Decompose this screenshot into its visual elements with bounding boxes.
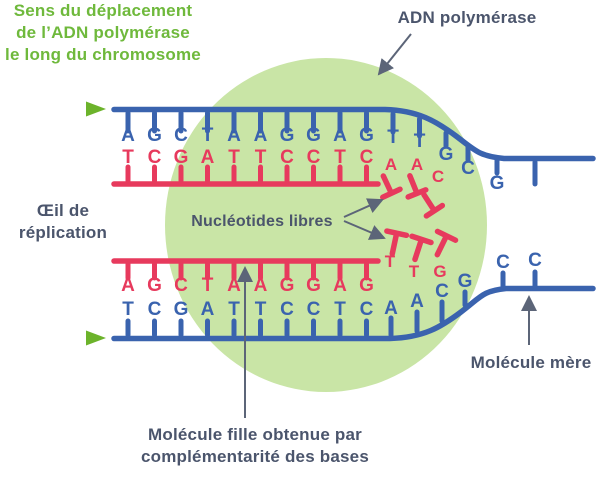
pointer-arrow bbox=[343, 220, 386, 240]
base-letter-A: A bbox=[333, 125, 347, 146]
base-letter-G: G bbox=[359, 125, 374, 146]
base-letter-T: T bbox=[334, 147, 346, 168]
base-letter-C: C bbox=[307, 299, 321, 320]
free-nucleotide-glyph bbox=[434, 228, 459, 258]
direction-label-line2: de l’ADN polymérase bbox=[16, 23, 190, 42]
replication-eye-label: Œil de réplication bbox=[2, 200, 124, 244]
daughter-label-line2: complémentarité des bases bbox=[141, 447, 369, 466]
base-letter-T: T bbox=[122, 299, 134, 320]
base-letter-G: G bbox=[439, 144, 454, 165]
base-letter-C: C bbox=[148, 147, 162, 168]
base-letter-A: A bbox=[227, 275, 241, 296]
mother-molecule-label-text: Molécule mère bbox=[470, 353, 592, 372]
base-letter-T: T bbox=[202, 275, 214, 296]
base-letter-G: G bbox=[490, 173, 505, 194]
base-letter-C: C bbox=[280, 299, 294, 320]
base-letter-A: A bbox=[410, 291, 424, 312]
free-nucleotide-glyph bbox=[405, 173, 429, 200]
base-letter-T: T bbox=[228, 299, 240, 320]
direction-label-line3: le long du chromosome bbox=[5, 45, 201, 64]
base-letter-T: T bbox=[122, 147, 134, 168]
base-letter-A: A bbox=[254, 275, 268, 296]
base-letter-G: G bbox=[433, 262, 446, 281]
base-letter-C: C bbox=[360, 299, 374, 320]
base-letter-C: C bbox=[174, 125, 188, 146]
base-letter-C: C bbox=[461, 158, 475, 179]
base-letter-T: T bbox=[202, 125, 214, 146]
free-nucleotides-label: Nucléotides libres bbox=[178, 211, 346, 233]
strand-backbone bbox=[111, 285, 596, 342]
base-letter-C: C bbox=[432, 167, 444, 186]
base-letter-A: A bbox=[121, 125, 135, 146]
base-letter-A: A bbox=[227, 125, 241, 146]
pointer-arrows bbox=[237, 33, 537, 418]
base-letter-T: T bbox=[385, 252, 396, 271]
base-letter-G: G bbox=[458, 271, 473, 292]
base-letter-T: T bbox=[334, 299, 346, 320]
free-nucleotide-glyph bbox=[384, 228, 410, 257]
pointer-arrow bbox=[343, 198, 384, 218]
eye-label-line2: réplication bbox=[18, 223, 108, 242]
free-nucleotides-label-text: Nucléotides libres bbox=[191, 213, 333, 230]
base-letter-G: G bbox=[174, 147, 189, 168]
base-letter-G: G bbox=[306, 125, 321, 146]
base-letter-A: A bbox=[201, 147, 215, 168]
base-letter-C: C bbox=[496, 252, 510, 273]
polymerase-label: ADN polymérase bbox=[382, 7, 552, 29]
base-letter-G: G bbox=[306, 275, 321, 296]
base-letter-T: T bbox=[255, 147, 267, 168]
base-letter-A: A bbox=[333, 275, 347, 296]
mother-molecule-label: Molécule mère bbox=[456, 352, 600, 374]
base-letter-C: C bbox=[307, 147, 321, 168]
daughter-label-line1: Molécule fille obtenue par bbox=[148, 425, 362, 444]
strand-backbone bbox=[111, 106, 596, 162]
base-letter-T: T bbox=[414, 131, 426, 152]
free-nucleotide-glyph bbox=[409, 233, 434, 263]
base-letter-A: A bbox=[254, 125, 268, 146]
free-nucleotide-glyph bbox=[380, 173, 403, 201]
pointer-arrow bbox=[377, 33, 412, 76]
base-letter-G: G bbox=[147, 275, 162, 296]
base-letter-C: C bbox=[280, 147, 294, 168]
base-letter-G: G bbox=[280, 125, 295, 146]
base-letter-G: G bbox=[174, 299, 189, 320]
base-letter-G: G bbox=[359, 275, 374, 296]
base-letter-A: A bbox=[411, 155, 423, 174]
base-letter-G: G bbox=[147, 125, 162, 146]
base-letter-A: A bbox=[385, 155, 397, 174]
base-letter-C: C bbox=[360, 147, 374, 168]
direction-label-line1: Sens du déplacement bbox=[13, 1, 193, 20]
daughter-molecule-label: Molécule fille obtenue par complémentari… bbox=[100, 424, 410, 468]
base-letter-C: C bbox=[528, 250, 542, 271]
base-letter-T: T bbox=[387, 127, 399, 148]
base-letter-C: C bbox=[435, 281, 449, 302]
direction-arrow-top bbox=[27, 101, 106, 117]
base-letter-T: T bbox=[409, 262, 420, 281]
free-nucleotide-glyph bbox=[421, 192, 446, 219]
base-letter-G: G bbox=[280, 275, 295, 296]
base-letter-C: C bbox=[148, 299, 162, 320]
base-letter-A: A bbox=[201, 299, 215, 320]
direction-label: Sens du déplacement de l’ADN polymérase … bbox=[0, 0, 206, 66]
direction-arrow-bottom bbox=[27, 330, 106, 346]
base-letter-T: T bbox=[255, 299, 267, 320]
base-letter-A: A bbox=[384, 298, 398, 319]
polymerase-label-text: ADN polymérase bbox=[397, 8, 537, 27]
base-letter-T: T bbox=[228, 147, 240, 168]
base-letter-A: A bbox=[121, 275, 135, 296]
base-letter-C: C bbox=[174, 275, 188, 296]
eye-label-line1: Œil de bbox=[36, 201, 90, 220]
